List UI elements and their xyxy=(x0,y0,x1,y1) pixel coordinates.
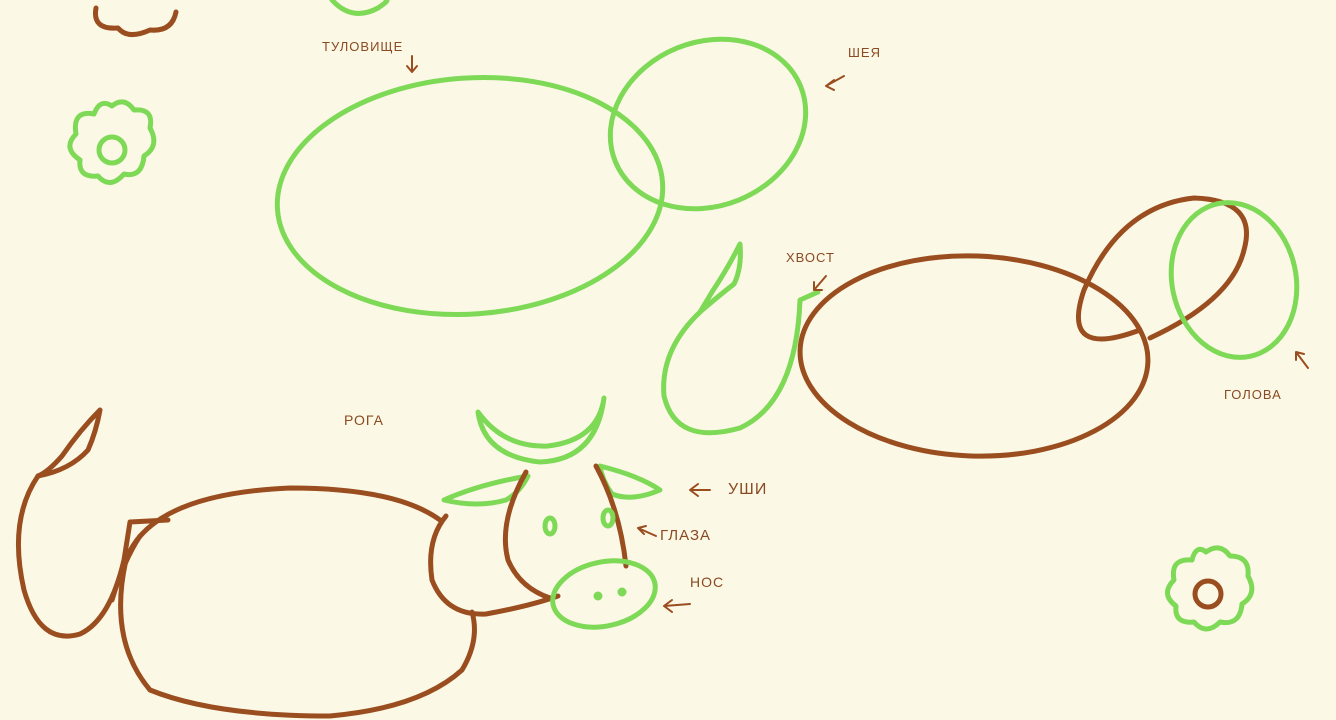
step3-nose xyxy=(546,552,661,636)
label-eyes: ГЛАЗА xyxy=(660,528,711,543)
step3-ears xyxy=(444,466,660,504)
step1-neck-ellipse xyxy=(585,11,832,238)
step2-head-ellipse xyxy=(1157,191,1311,369)
step3-tail xyxy=(18,410,168,636)
flower-icon-left-green xyxy=(70,102,154,183)
label-tail: ХВОСТ xyxy=(786,251,835,264)
flower-icon-top-left-brown xyxy=(95,8,176,35)
label-torso: ТУЛОВИЩЕ xyxy=(322,40,403,53)
leaf-icon-top xyxy=(332,0,387,13)
label-ears: УШИ xyxy=(728,482,767,498)
label-neck: ШЕЯ xyxy=(848,46,881,59)
label-horns: РОГА xyxy=(344,413,384,427)
step1-torso-ellipse xyxy=(269,65,671,327)
label-head: ГОЛОВА xyxy=(1224,388,1282,401)
step2-arrows xyxy=(814,276,1308,368)
step3-horns xyxy=(478,398,604,462)
flower-icon-right-green xyxy=(1167,548,1251,629)
step3-eyes xyxy=(545,510,613,534)
step3-arrows xyxy=(638,484,710,612)
step2-neck-ellipse xyxy=(1078,198,1246,339)
step2-body-ellipse xyxy=(797,250,1152,462)
step3-neck xyxy=(431,516,558,614)
step2-tail-shape xyxy=(664,244,818,433)
label-nose: НОС xyxy=(690,575,724,589)
